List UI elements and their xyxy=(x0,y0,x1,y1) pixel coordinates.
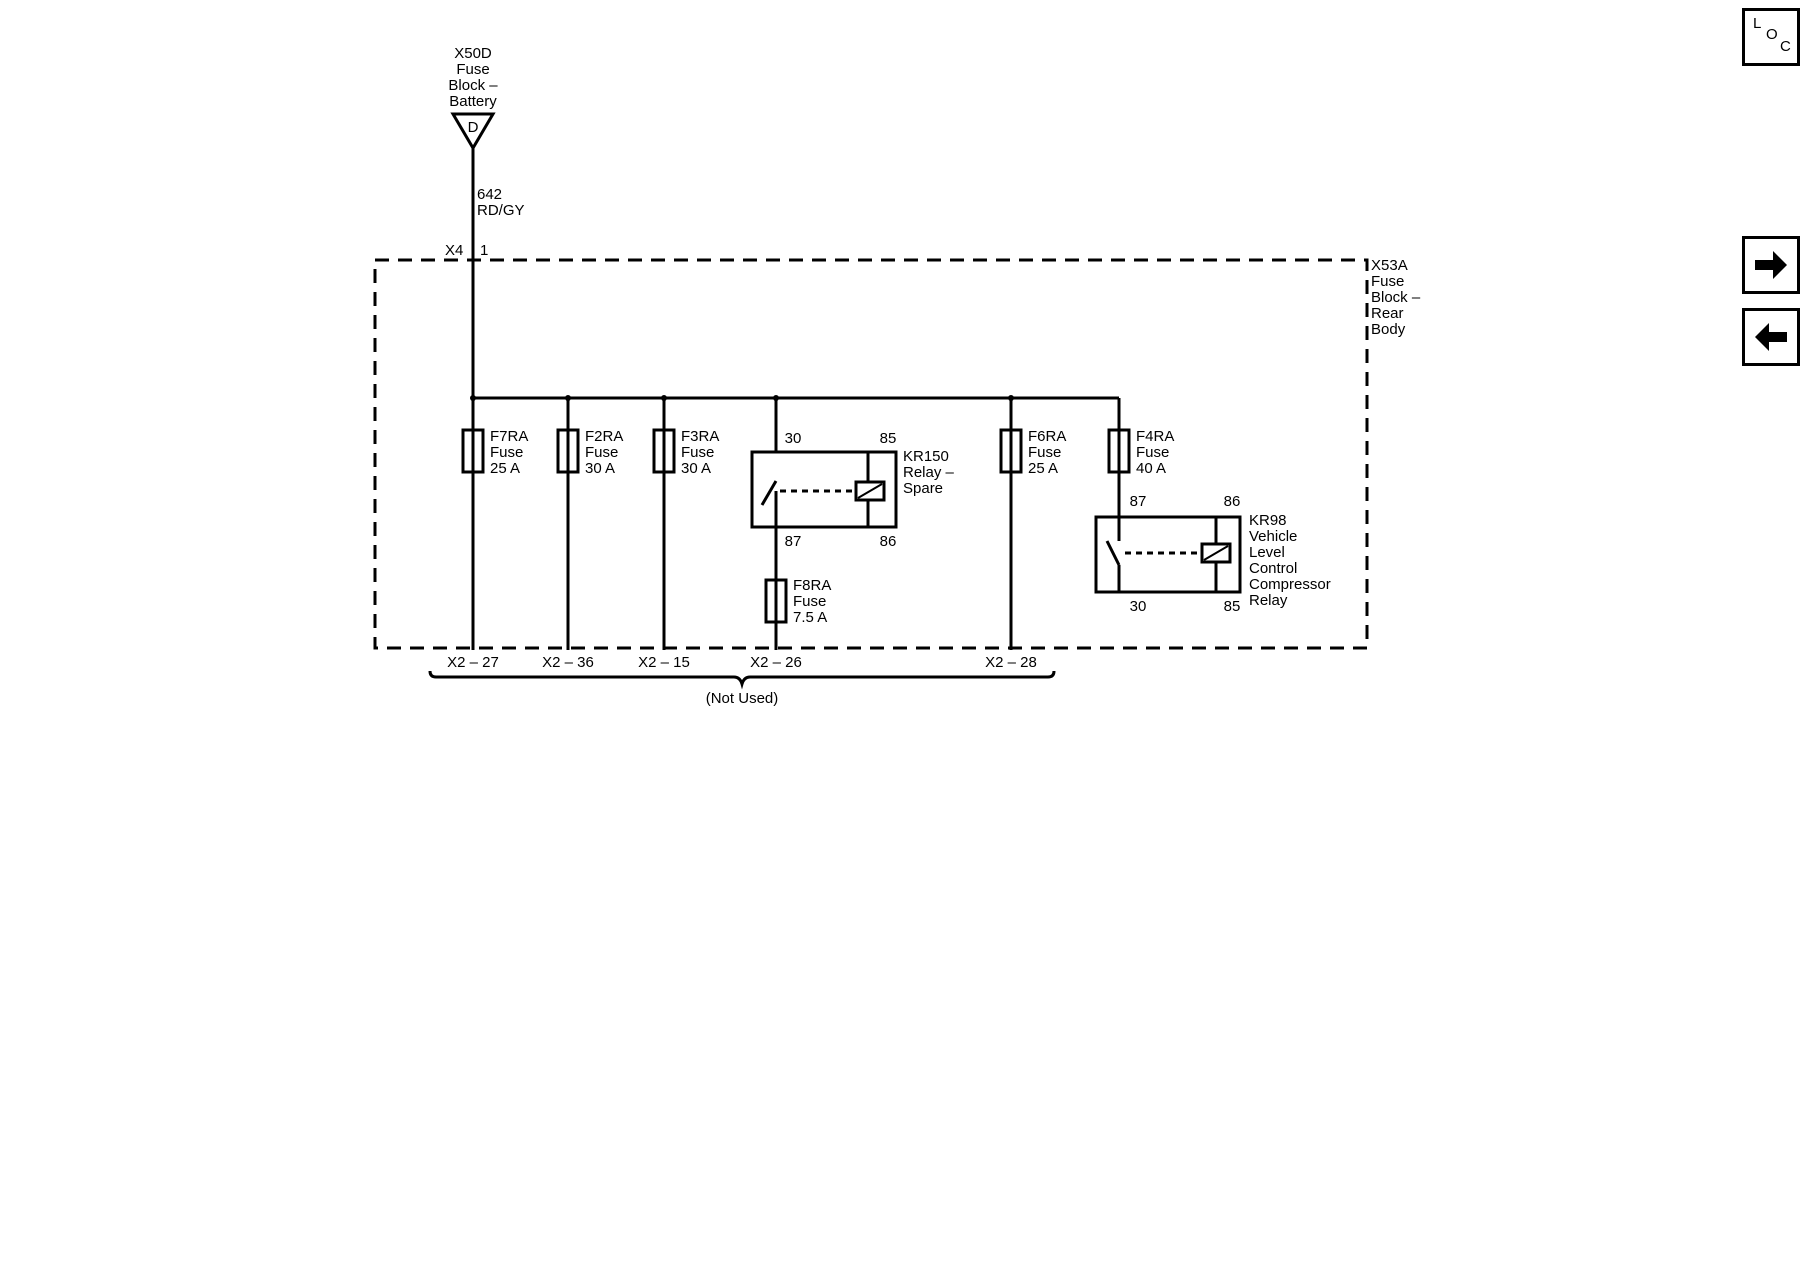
fuse-f2ra-name: F2RA xyxy=(585,428,623,445)
branch-f6ra: F6RA Fuse 25 A xyxy=(999,398,1066,650)
fuse-f4ra-type: Fuse xyxy=(1136,444,1169,461)
fuse-block-label-line-4: Rear xyxy=(1371,305,1404,322)
relay-kr98-label-5: Compressor xyxy=(1249,576,1331,593)
source-terminal-symbol xyxy=(450,112,496,151)
output-x2-26: X2 – 26 xyxy=(750,654,802,671)
output-connectors: X2 – 27 X2 – 36 X2 – 15 X2 – 26 X2 – 28 xyxy=(447,654,1037,671)
fuse-f4ra-name: F4RA xyxy=(1136,428,1174,445)
fuse-f8ra-type: Fuse xyxy=(793,593,826,610)
fuse-f7ra-name: F7RA xyxy=(490,428,528,445)
relay-kr98-label-6: Relay xyxy=(1249,592,1288,609)
fuse-f3ra-rating: 30 A xyxy=(681,460,711,477)
relay-kr150-label-3: Spare xyxy=(903,480,943,497)
relay-kr98-label-1: KR98 xyxy=(1249,512,1287,529)
relay-kr98-box xyxy=(1094,515,1242,594)
not-used-bracket xyxy=(428,670,1056,690)
relay-kr98-pin-85: 85 xyxy=(1224,598,1241,615)
fuse-block-label-line-2: Fuse xyxy=(1371,273,1404,290)
relay-kr98-label-2: Vehicle xyxy=(1249,528,1297,545)
branch-f3ra: F3RA Fuse 30 A xyxy=(652,398,719,650)
fuse-f3ra-type: Fuse xyxy=(681,444,714,461)
relay-kr98-pin-86: 86 xyxy=(1224,493,1241,510)
entry-pin-label: 1 xyxy=(480,242,488,259)
output-x2-15: X2 – 15 xyxy=(638,654,690,671)
relay-kr98-pin-87: 87 xyxy=(1130,493,1147,510)
fuse-f8ra-rating: 7.5 A xyxy=(793,609,827,626)
wire-circuit-number: 642 xyxy=(477,186,502,203)
fuse-f4ra-rating: 40 A xyxy=(1136,460,1166,477)
next-page-button[interactable] xyxy=(1742,236,1800,294)
fuse-f2ra-type: Fuse xyxy=(585,444,618,461)
fuse-f6ra-rating: 25 A xyxy=(1028,460,1058,477)
location-button[interactable]: L O C xyxy=(1742,8,1800,66)
source-label-line-4: Battery xyxy=(449,93,497,110)
fuse-f6ra-type: Fuse xyxy=(1028,444,1061,461)
location-letter-l: L xyxy=(1753,15,1762,32)
not-used-note: (Not Used) xyxy=(706,690,779,707)
fuse-block-label-line-1: X53A xyxy=(1371,257,1408,274)
source-terminal-letter: D xyxy=(468,119,479,136)
branch-f7ra: F7RA Fuse 25 A xyxy=(461,398,528,650)
relay-kr150-pin-30: 30 xyxy=(785,430,802,447)
previous-page-button[interactable] xyxy=(1742,308,1800,366)
branch-f2ra: F2RA Fuse 30 A xyxy=(556,398,623,650)
relay-kr150-label-2: Relay – xyxy=(903,464,955,481)
fuse-f8ra-name: F8RA xyxy=(793,577,831,594)
fuse-block-label-line-3: Block – xyxy=(1371,289,1421,306)
relay-kr98-pin-30: 30 xyxy=(1130,598,1147,615)
relay-kr150-pin-86: 86 xyxy=(880,533,897,550)
fuse-f7ra-rating: 25 A xyxy=(490,460,520,477)
output-x2-28: X2 – 28 xyxy=(985,654,1037,671)
relay-kr98-label-3: Level xyxy=(1249,544,1285,561)
arrow-right-icon xyxy=(1755,251,1787,279)
source-label-line-3: Block – xyxy=(448,77,498,94)
arrow-left-icon xyxy=(1755,323,1787,351)
relay-kr150-label-1: KR150 xyxy=(903,448,949,465)
relay-kr150-switch xyxy=(760,480,778,506)
source-label-line-1: X50D xyxy=(454,45,492,62)
wire-color-code: RD/GY xyxy=(477,202,525,219)
fuse-block-label: X53A Fuse Block – Rear Body xyxy=(1371,257,1421,338)
location-letter-o: O xyxy=(1766,26,1778,43)
entry-connector-label: X4 xyxy=(445,242,463,259)
relay-kr150-box xyxy=(750,450,898,529)
source-fuse-block-label: X50D Fuse Block – Battery xyxy=(448,45,498,110)
branch-f4ra-kr98: F4RA Fuse 40 A 87 86 30 85 KR98 Vehicle … xyxy=(1094,398,1331,615)
fuse-block-boundary xyxy=(373,258,1369,650)
fuse-block-label-line-5: Body xyxy=(1371,321,1406,338)
fuse-f2ra-rating: 30 A xyxy=(585,460,615,477)
location-letter-c: C xyxy=(1780,38,1791,55)
relay-kr150-pin-85: 85 xyxy=(880,430,897,447)
fuse-f7ra-type: Fuse xyxy=(490,444,523,461)
relay-kr150-pin-87: 87 xyxy=(785,533,802,550)
relay-kr98-switch xyxy=(1105,540,1121,566)
source-label-line-2: Fuse xyxy=(456,61,489,78)
fuse-f6ra-name: F6RA xyxy=(1028,428,1066,445)
fuse-f3ra-name: F3RA xyxy=(681,428,719,445)
relay-kr98-label-4: Control xyxy=(1249,560,1297,577)
branch-kr150: 30 85 87 86 KR150 Relay – Spare F8RA Fus… xyxy=(750,398,955,650)
output-x2-27: X2 – 27 xyxy=(447,654,499,671)
output-x2-36: X2 – 36 xyxy=(542,654,594,671)
